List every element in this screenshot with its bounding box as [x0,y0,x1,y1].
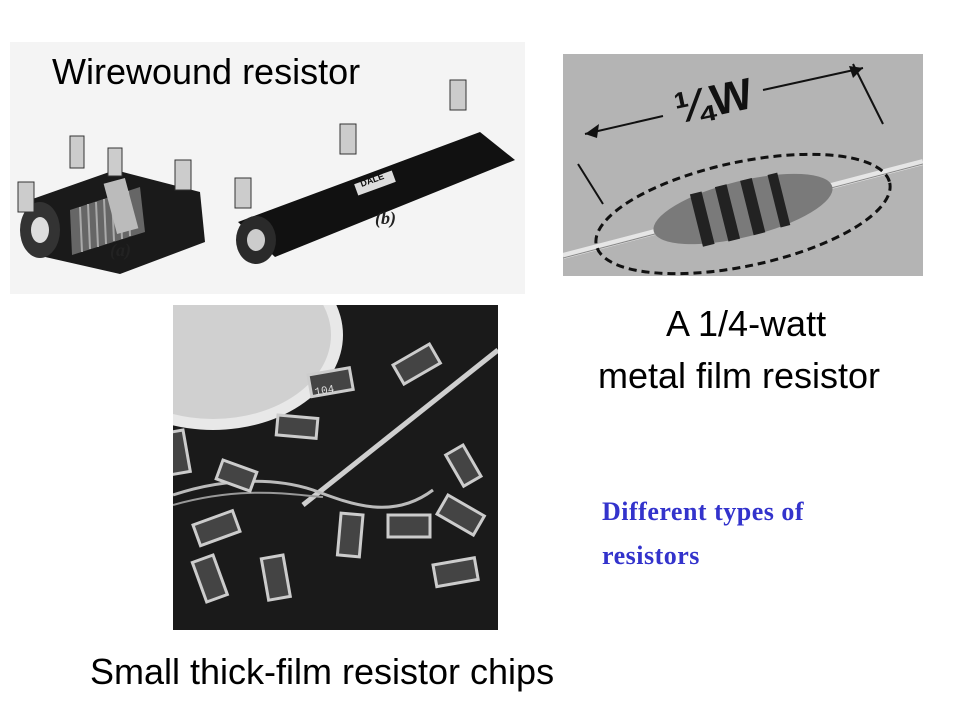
resistor-chips [173,341,487,604]
caption-metal-film-line2: metal film resistor [598,355,881,396]
chip-code-label: 104 [314,384,336,399]
caption-metal-film-line1: A 1/4-watt [666,303,827,344]
chips-photo: 104 [173,305,498,630]
wirewound-photo: (a) (b) DALE [10,42,525,294]
resistor-a-illustration [17,135,205,274]
note-line2: resistors [602,541,700,570]
caption-wirewound: Wirewound resistor [52,51,361,92]
note-line1: Different types of [602,497,805,526]
caption-chips: Small thick-film resistor chips [90,651,555,692]
label-b: (b) [375,208,396,229]
metal-film-photo: ¼W [563,54,923,276]
resistor-b-illustration [234,79,515,264]
label-a: (a) [110,240,131,261]
